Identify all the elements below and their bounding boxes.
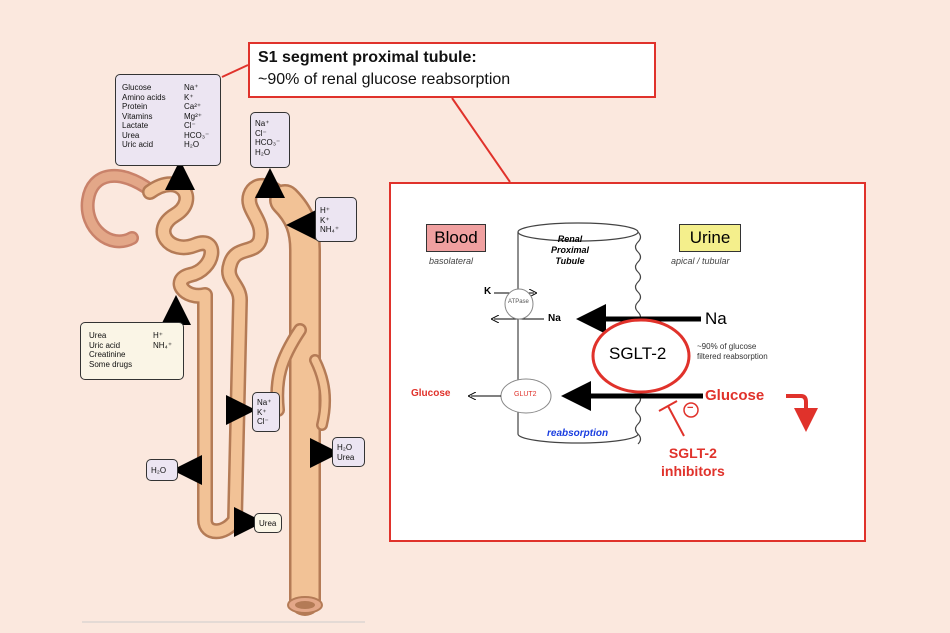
excretion-arrow (786, 394, 818, 432)
callout-connector-right (451, 97, 511, 183)
inhibitors-label: SGLT-2 inhibitors (661, 445, 725, 479)
transport-arrows (161, 160, 340, 537)
glucose-blood-label: Glucose (411, 388, 451, 399)
tubule-label: Renal Proximal Tubule (551, 234, 590, 266)
reabsorption-note: ~90% of glucose filtered reabsorption (697, 342, 768, 361)
k-label: K (484, 286, 492, 297)
na-outer-label: Na (705, 309, 727, 328)
atpase-pump (504, 288, 534, 320)
inhibitor-line (667, 405, 685, 437)
inhibit-circle (683, 402, 699, 418)
callout-title: S1 segment proximal tubule: (258, 49, 477, 66)
glucose-urine-label: Glucose (705, 387, 765, 404)
tubule-bottom (517, 433, 639, 444)
inhibit-sign: − (687, 402, 694, 414)
apical-membrane (634, 231, 642, 445)
blood-sub: basolateral (429, 256, 474, 266)
segment-callout: S1 segment proximal tubule: ~90% of rena… (248, 42, 656, 98)
blood-label: Blood (426, 224, 486, 252)
panel-drawing (391, 222, 818, 445)
callout-connector-left (221, 64, 249, 78)
loop-mid-box: Na⁺K⁺ Cl⁻ (252, 392, 280, 432)
urine-label: Urine (679, 224, 741, 252)
callout-text: ~90% of renal glucose reabsorption (258, 71, 511, 88)
reabsorption-label: reabsorption (547, 428, 609, 439)
secretion-right-box: H⁺K⁺ NH₄⁺ (315, 197, 357, 242)
sglt2-label: SGLT-2 (609, 344, 667, 363)
na-inner-label: Na (548, 313, 561, 324)
water-box: H₂O (146, 459, 178, 481)
glut2-label: GLUT2 (514, 391, 537, 398)
atpase-label: ATPase (508, 299, 529, 305)
sglt2-transporter (591, 318, 691, 394)
urine-sub: apical / tubular (671, 256, 730, 266)
sglt2-panel: Blood basolateral Urine apical / tubular… (389, 182, 866, 542)
loop-top-box: Na⁺Cl⁻ HCO₃⁻H₂O (250, 112, 290, 168)
urea-box: Urea (254, 513, 282, 533)
